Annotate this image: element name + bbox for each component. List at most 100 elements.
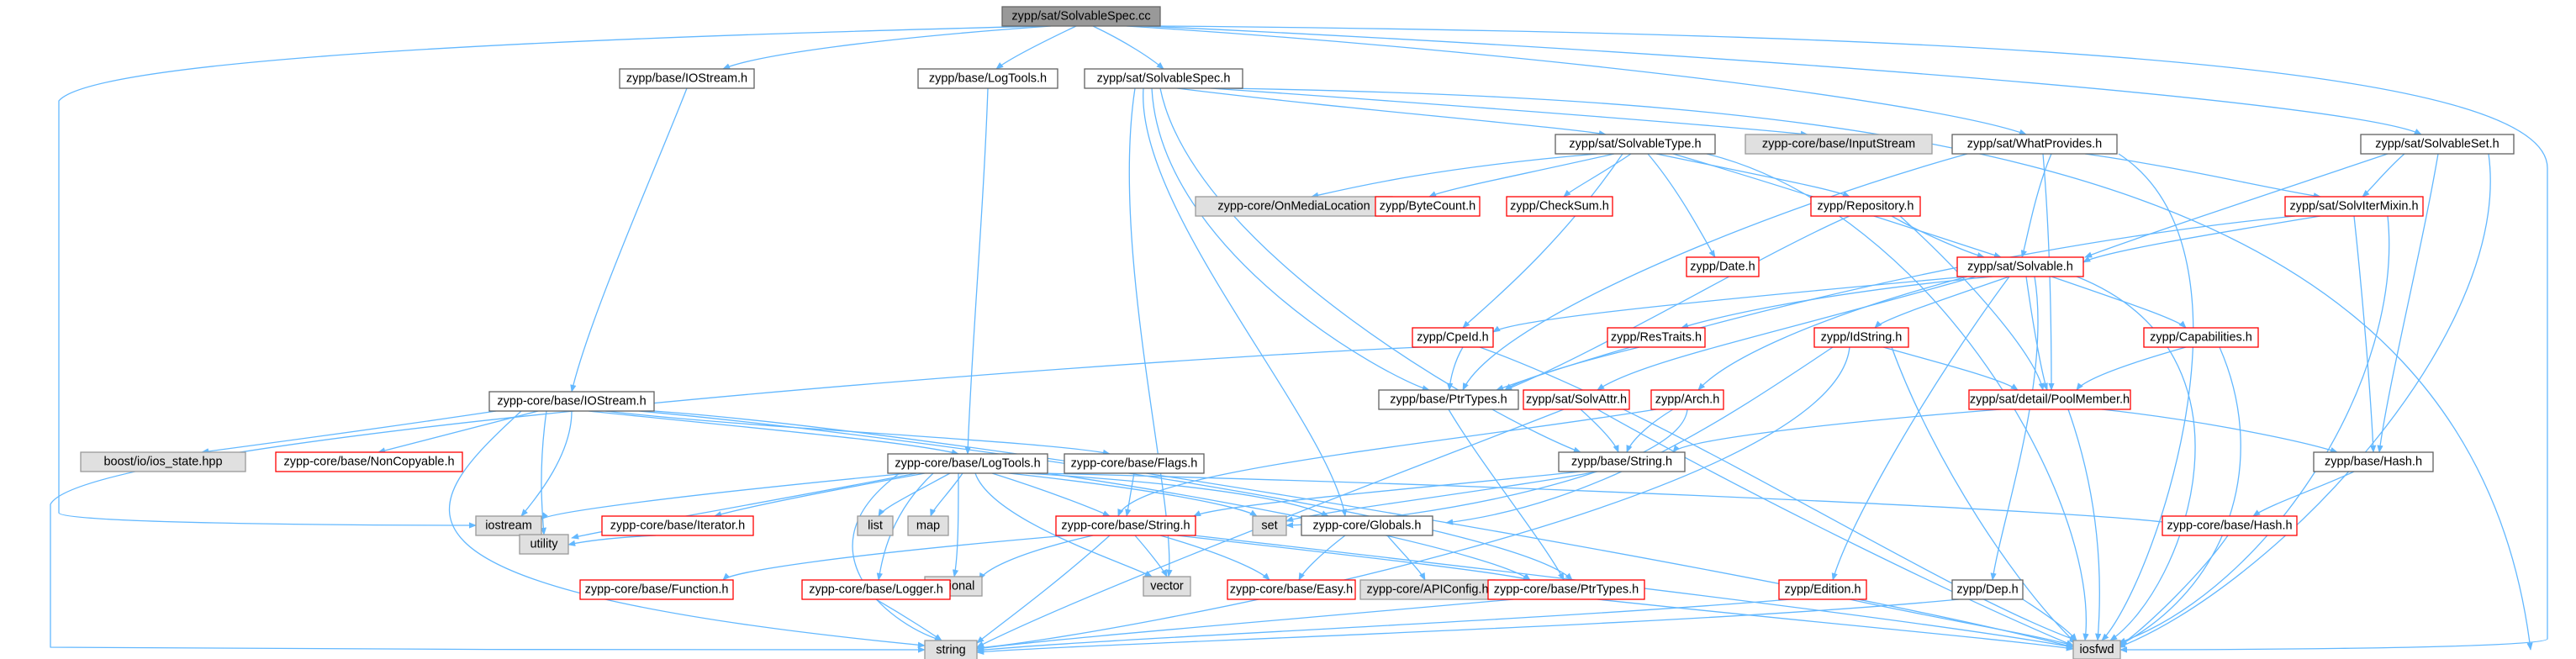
node-base-string-h[interactable]: zypp/base/String.h bbox=[1558, 451, 1686, 472]
node-core-string-h[interactable]: zypp-core/base/String.h bbox=[1055, 515, 1196, 536]
node-boost-ios-state[interactable]: boost/io/ios_state.hpp bbox=[80, 451, 246, 472]
dependency-edge bbox=[1042, 472, 2170, 525]
dependency-edge bbox=[1874, 276, 2010, 329]
svg-text:zypp/CheckSum.h: zypp/CheckSum.h bbox=[1510, 200, 1609, 214]
svg-text:zypp/base/LogTools.h: zypp/base/LogTools.h bbox=[929, 72, 1047, 86]
svg-text:zypp/base/String.h: zypp/base/String.h bbox=[1571, 456, 1672, 469]
svg-text:zypp/base/PtrTypes.h: zypp/base/PtrTypes.h bbox=[1390, 393, 1507, 407]
dependency-edge bbox=[976, 598, 1792, 653]
svg-text:zypp/sat/SolvableSet.h: zypp/sat/SolvableSet.h bbox=[2375, 138, 2499, 151]
node-root[interactable]: zypp/sat/SolvableSpec.cc bbox=[1001, 6, 1161, 27]
node-std-list[interactable]: list bbox=[857, 515, 894, 536]
node-bytecount-h[interactable]: zypp/ByteCount.h bbox=[1375, 196, 1481, 217]
node-sat-solvablespec-h[interactable]: zypp/sat/SolvableSpec.h bbox=[1084, 68, 1243, 89]
node-capabilities-h[interactable]: zypp/Capabilities.h bbox=[2143, 327, 2259, 348]
dependency-edge bbox=[2118, 346, 2241, 646]
dependency-edge bbox=[952, 472, 959, 577]
node-iterator-h[interactable]: zypp-core/base/Iterator.h bbox=[601, 515, 754, 536]
node-idstring-h[interactable]: zypp/IdString.h bbox=[1813, 327, 1909, 348]
node-std-vector[interactable]: vector bbox=[1143, 576, 1191, 597]
node-std-string[interactable]: string bbox=[924, 640, 978, 659]
node-solvattr-h[interactable]: zypp/sat/SolvAttr.h bbox=[1523, 389, 1630, 410]
node-core-onmedialocation[interactable]: zypp-core/OnMediaLocation bbox=[1195, 196, 1393, 217]
node-std-iostream[interactable]: iostream bbox=[475, 515, 542, 536]
svg-text:zypp-core/base/LogTools.h: zypp-core/base/LogTools.h bbox=[895, 457, 1040, 471]
node-date-h[interactable]: zypp/Date.h bbox=[1686, 256, 1760, 277]
svg-text:zypp/ResTraits.h: zypp/ResTraits.h bbox=[1611, 331, 1702, 345]
node-cpeid-h[interactable]: zypp/CpeId.h bbox=[1412, 327, 1494, 348]
node-base-hash-h[interactable]: zypp/base/Hash.h bbox=[2313, 451, 2434, 472]
node-checksum-h[interactable]: zypp/CheckSum.h bbox=[1506, 196, 1613, 217]
dependency-edge bbox=[2362, 153, 2405, 198]
node-core-hash-h[interactable]: zypp-core/base/Hash.h bbox=[2162, 515, 2298, 536]
dependency-edge bbox=[1504, 215, 1850, 391]
node-poolmember-h[interactable]: zypp/sat/detail/PoolMember.h bbox=[1968, 389, 2131, 410]
svg-text:map: map bbox=[916, 519, 940, 533]
dependency-edge bbox=[1117, 409, 1657, 517]
dependency-edge bbox=[1492, 276, 1968, 333]
node-base-ptrtypes-h[interactable]: zypp/base/PtrTypes.h bbox=[1378, 389, 1519, 410]
dependency-edge bbox=[1159, 535, 1270, 581]
node-noncopyable-h[interactable]: zypp-core/base/NonCopyable.h bbox=[275, 451, 463, 472]
node-base-logtools-h[interactable]: zypp/base/LogTools.h bbox=[917, 68, 1058, 89]
dependency-edge bbox=[2084, 153, 2321, 199]
node-std-iosfwd[interactable]: iosfwd bbox=[2072, 640, 2121, 659]
node-std-utility[interactable]: utility bbox=[519, 534, 569, 555]
svg-text:zypp-core/base/IOStream.h: zypp-core/base/IOStream.h bbox=[497, 395, 646, 409]
dependency-edge bbox=[878, 472, 951, 517]
node-base-iostream-h[interactable]: zypp/base/IOStream.h bbox=[619, 68, 755, 89]
dependency-edge bbox=[852, 472, 942, 642]
node-core-logtools-h[interactable]: zypp-core/base/LogTools.h bbox=[887, 453, 1048, 474]
dependency-edge bbox=[50, 346, 1422, 653]
node-sat-solvableset-h[interactable]: zypp/sat/SolvableSet.h bbox=[2360, 134, 2515, 155]
dependency-edge bbox=[1496, 215, 2296, 391]
svg-text:vector: vector bbox=[1150, 580, 1184, 593]
svg-text:string: string bbox=[936, 644, 965, 657]
svg-text:zypp/CpeId.h: zypp/CpeId.h bbox=[1417, 331, 1488, 345]
dependency-edge bbox=[722, 25, 1052, 70]
svg-text:zypp-core/base/Iterator.h: zypp-core/base/Iterator.h bbox=[610, 519, 745, 533]
dependency-edge bbox=[1706, 153, 2089, 641]
dependency-edge bbox=[588, 410, 959, 456]
dependency-edge bbox=[1446, 346, 1464, 391]
node-solvitermixin-h[interactable]: zypp/sat/SolvIterMixin.h bbox=[2284, 196, 2424, 217]
svg-text:zypp-core/APIConfig.h: zypp-core/APIConfig.h bbox=[1366, 583, 1488, 597]
svg-text:boost/io/ios_state.hpp: boost/io/ios_state.hpp bbox=[103, 456, 222, 469]
node-easy-h[interactable]: zypp-core/base/Easy.h bbox=[1227, 579, 1356, 600]
node-edition-h[interactable]: zypp/Edition.h bbox=[1778, 579, 1867, 600]
node-core-iostream-h[interactable]: zypp-core/base/IOStream.h bbox=[488, 391, 655, 412]
dependency-edge bbox=[520, 410, 573, 517]
svg-text:zypp/sat/SolvableSpec.cc: zypp/sat/SolvableSpec.cc bbox=[1011, 10, 1150, 24]
node-core-function-h[interactable]: zypp-core/base/Function.h bbox=[579, 579, 734, 600]
dependency-edge bbox=[2118, 153, 2491, 648]
dependency-edge bbox=[722, 535, 1069, 581]
svg-text:set: set bbox=[1261, 519, 1277, 533]
dependency-edge bbox=[1597, 276, 1977, 391]
node-sat-whatprovides-h[interactable]: zypp/sat/WhatProvides.h bbox=[1951, 134, 2118, 155]
node-sat-solvable-h[interactable]: zypp/sat/Solvable.h bbox=[1956, 256, 2084, 277]
node-apiconfig-h[interactable]: zypp-core/APIConfig.h bbox=[1359, 579, 1496, 600]
svg-text:iostream: iostream bbox=[485, 519, 532, 533]
node-repository-h[interactable]: zypp/Repository.h bbox=[1810, 196, 1921, 217]
node-arch-h[interactable]: zypp/Arch.h bbox=[1650, 389, 1724, 410]
node-std-set[interactable]: set bbox=[1252, 515, 1287, 536]
dependency-edges bbox=[50, 25, 2548, 655]
dependency-edge bbox=[58, 25, 1043, 529]
node-sat-solvabletype-h[interactable]: zypp/sat/SolvableType.h bbox=[1555, 134, 1716, 155]
node-restraits-h[interactable]: zypp/ResTraits.h bbox=[1607, 327, 1706, 348]
dependency-edge bbox=[2084, 153, 2389, 258]
svg-text:zypp/Repository.h: zypp/Repository.h bbox=[1818, 200, 1914, 214]
dependency-edge bbox=[1159, 87, 1581, 453]
node-core-ptrtypes-h[interactable]: zypp-core/base/PtrTypes.h bbox=[1487, 579, 1645, 600]
node-std-map[interactable]: map bbox=[907, 515, 949, 536]
node-flags-h[interactable]: zypp-core/base/Flags.h bbox=[1064, 453, 1205, 474]
dependency-edge bbox=[1597, 598, 2074, 651]
svg-text:zypp/Date.h: zypp/Date.h bbox=[1690, 261, 1755, 274]
svg-text:zypp-core/base/Logger.h: zypp-core/base/Logger.h bbox=[809, 583, 943, 597]
node-core-globals-h[interactable]: zypp-core/Globals.h bbox=[1301, 515, 1433, 536]
dependency-edge bbox=[1681, 276, 1993, 329]
svg-text:zypp/IdString.h: zypp/IdString.h bbox=[1821, 331, 1903, 345]
node-dep-h[interactable]: zypp/Dep.h bbox=[1951, 579, 2024, 600]
node-core-inputstream[interactable]: zypp-core/base/InputStream bbox=[1745, 134, 1933, 155]
node-logger-h[interactable]: zypp-core/base/Logger.h bbox=[801, 579, 951, 600]
